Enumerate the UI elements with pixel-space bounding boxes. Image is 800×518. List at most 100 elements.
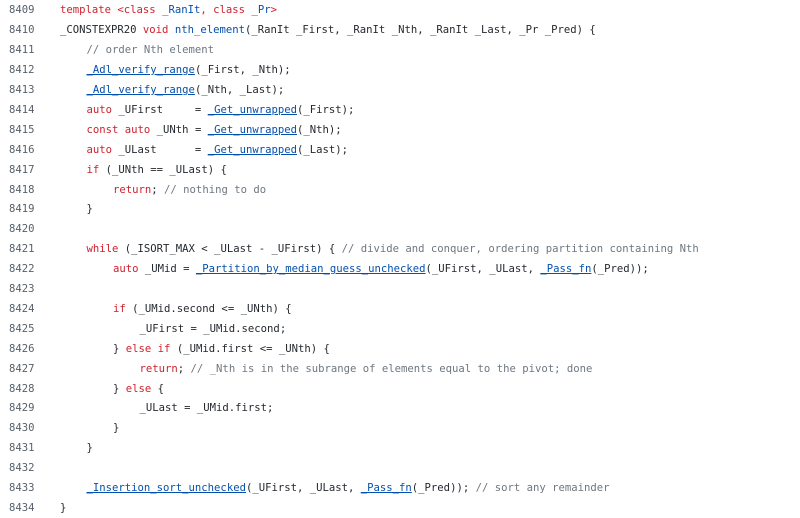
code-keyword: <class: [117, 4, 156, 17]
code-text: } else if (_UMid.first <= _UNth) {: [113, 343, 330, 355]
line-number[interactable]: 8418: [9, 183, 35, 196]
code-function[interactable]: _Get_unwrapped: [207, 123, 297, 136]
line-number[interactable]: 8419: [9, 203, 35, 216]
code-comment: // nothing to do: [164, 183, 267, 196]
line-number[interactable]: 8415: [9, 123, 35, 136]
code-text: while (_ISORT_MAX < _ULast - _UFirst) { …: [87, 243, 699, 255]
line-number[interactable]: 8432: [9, 462, 35, 475]
code-line: 8418 return; // nothing to do: [0, 180, 800, 200]
code-function[interactable]: _Insertion_sort_unchecked: [86, 482, 246, 495]
code-token: _UMid =: [138, 263, 196, 276]
code-text: }: [113, 422, 119, 434]
code-token: (_First);: [296, 103, 355, 116]
line-number[interactable]: 8424: [9, 302, 35, 315]
code-comment: // divide and conquer, ordering partitio…: [341, 243, 699, 256]
line-number[interactable]: 8412: [9, 64, 35, 77]
code-keyword: if: [113, 302, 126, 315]
code-comment: // order Nth element: [86, 44, 215, 57]
code-function[interactable]: nth_element: [174, 24, 245, 37]
code-token: (_UMid.first <= _UNth) {: [170, 342, 330, 355]
line-number[interactable]: 8409: [9, 4, 35, 17]
code-text: _ULast = _UMid.first;: [140, 402, 274, 414]
code-line: 8412_Adl_verify_range(_First, _Nth);: [0, 60, 800, 80]
code-line: 8417 if (_UNth == _ULast) {: [0, 160, 800, 180]
code-token: }: [86, 203, 93, 216]
code-token: (_Pred));: [591, 263, 649, 276]
code-function[interactable]: _Partition_by_median_guess_unchecked: [195, 263, 426, 276]
line-number[interactable]: 8434: [9, 501, 35, 514]
code-text: }: [87, 203, 93, 215]
code-token: (_Nth, _Last);: [194, 84, 285, 97]
code-line: 8420: [0, 219, 800, 239]
code-text: return; // nothing to do: [113, 184, 266, 196]
code-line: 8432: [0, 458, 800, 478]
code-text: return; // _Nth is in the subrange of el…: [140, 363, 593, 375]
line-number[interactable]: 8430: [9, 422, 35, 435]
code-function[interactable]: _Adl_verify_range: [86, 64, 195, 77]
line-number[interactable]: 8429: [9, 402, 35, 415]
code-token: (_UFirst, _ULast,: [245, 482, 361, 495]
code-text: // order Nth element: [87, 44, 215, 56]
line-number[interactable]: 8425: [9, 322, 35, 335]
line-number[interactable]: 8433: [9, 482, 35, 495]
code-text: if (_UMid.second <= _UNth) {: [113, 303, 292, 315]
code-token: (_Nth);: [297, 123, 342, 136]
line-number[interactable]: 8417: [9, 163, 35, 176]
code-text: _UFirst = _UMid.second;: [140, 323, 287, 335]
code-comment: // sort any remainder: [475, 482, 610, 495]
code-line: 8410 _CONSTEXPR20 void nth_element(_RanIt…: [0, 20, 800, 40]
code-text: auto _ULast = _Get_unwrapped(_Last);: [87, 144, 349, 156]
code-token: (_UMid.second <= _UNth) {: [125, 302, 292, 315]
code-function[interactable]: _Pass_fn: [540, 263, 592, 276]
line-number[interactable]: 8423: [9, 283, 35, 296]
line-number[interactable]: 8422: [9, 263, 35, 276]
code-line: 8431}: [0, 438, 800, 458]
line-number[interactable]: 8427: [9, 362, 35, 375]
code-function[interactable]: _Get_unwrapped: [207, 143, 297, 156]
code-token: _ULast = _UMid.first;: [139, 402, 274, 415]
code-line: 8427 return; // _Nth is in the subrange o…: [0, 359, 800, 379]
code-line: 8411 // order Nth element: [0, 40, 800, 60]
line-number[interactable]: 8411: [9, 44, 35, 57]
code-text: const auto _UNth = _Get_unwrapped(_Nth);: [87, 124, 342, 136]
code-token: _UFirst = _UMid.second;: [139, 322, 287, 335]
code-token: ;: [151, 183, 165, 196]
code-token: (_Pred));: [411, 482, 476, 495]
line-number[interactable]: 8414: [9, 103, 35, 116]
code-token: _CONSTEXPR20: [60, 24, 143, 37]
code-line: 8434}: [0, 498, 800, 518]
line-number[interactable]: 8410: [9, 24, 35, 37]
code-token: _UFirst =: [112, 103, 208, 116]
line-number[interactable]: 8420: [9, 223, 35, 236]
line-number[interactable]: 8421: [9, 243, 35, 256]
code-text: if (_UNth == _ULast) {: [87, 164, 227, 176]
code-token: (_ISORT_MAX < _ULast - _UFirst) {: [118, 243, 342, 256]
code-text: _CONSTEXPR20 void nth_element(_RanIt _Fi…: [60, 24, 596, 36]
code-function[interactable]: _Adl_verify_range: [86, 84, 195, 97]
line-number[interactable]: 8413: [9, 84, 35, 97]
code-line: 8428 } else {: [0, 379, 800, 399]
code-token: }: [113, 342, 126, 355]
code-keyword: auto: [86, 103, 113, 116]
code-function[interactable]: _Get_unwrapped: [207, 103, 297, 116]
line-number[interactable]: 8431: [9, 442, 35, 455]
code-function[interactable]: _Pass_fn: [360, 482, 412, 495]
line-number[interactable]: 8426: [9, 342, 35, 355]
code-keyword: template: [60, 4, 112, 17]
code-token: ;: [177, 362, 191, 375]
code-keyword: void: [142, 24, 169, 37]
code-token: _RanIt: [162, 4, 201, 17]
code-keyword: >: [270, 4, 277, 17]
line-number[interactable]: 8416: [9, 143, 35, 156]
code-keyword: ,: [200, 4, 207, 17]
line-number[interactable]: 8428: [9, 382, 35, 395]
code-text: } else {: [113, 383, 164, 395]
code-line: 8423: [0, 279, 800, 299]
code-token: _ULast =: [112, 143, 208, 156]
code-line: 8419}: [0, 200, 800, 220]
code-token: (_Last);: [296, 143, 349, 156]
code-keyword: const: [86, 123, 119, 136]
code-line: 8413 _Adl_verify_range(_Nth, _Last);: [0, 80, 800, 100]
